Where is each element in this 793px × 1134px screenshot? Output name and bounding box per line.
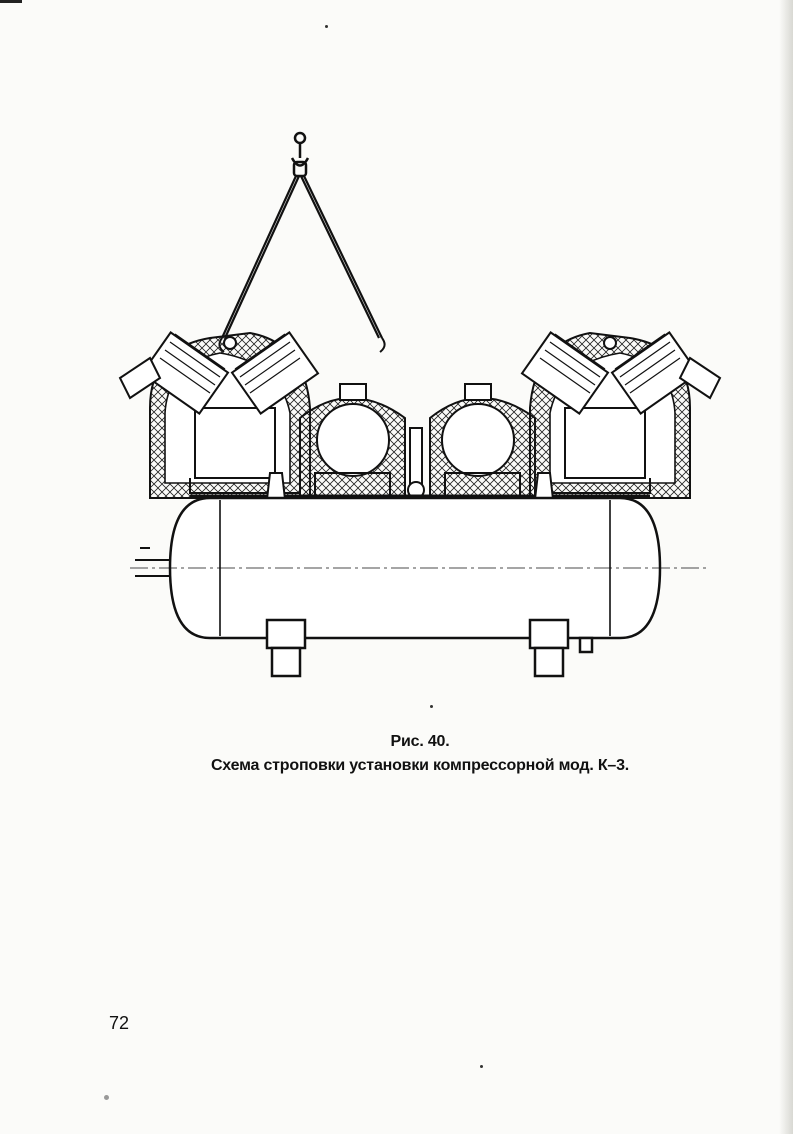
sling-ropes	[220, 175, 383, 339]
scan-speck	[104, 1095, 109, 1100]
scan-corner-mark	[0, 0, 22, 3]
tank-supports	[265, 618, 594, 678]
page-number: 72	[109, 1013, 130, 1033]
figure-number: Рис. 40.	[390, 733, 450, 750]
page-edge-shadow	[779, 0, 793, 1134]
right-receiver-dome	[429, 383, 536, 499]
scan-speck	[325, 25, 328, 28]
compressor-slinging-diagram	[110, 128, 730, 698]
scan-speck	[430, 705, 433, 708]
right-compressor-head	[520, 331, 722, 499]
crane-hook	[290, 131, 310, 178]
air-receiver-tank	[130, 496, 710, 640]
left-compressor-head	[118, 331, 320, 499]
scan-speck	[480, 1065, 483, 1068]
figure-caption: Схема строповки установки компрессорной …	[210, 757, 630, 774]
left-receiver-dome	[299, 383, 406, 499]
